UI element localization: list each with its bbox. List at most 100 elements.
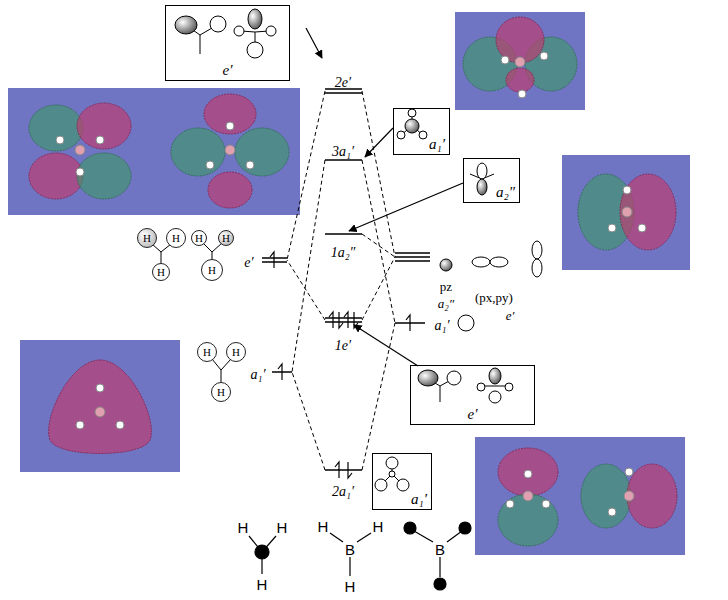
electron-arrow [329,312,333,328]
orbital-render [235,128,289,176]
orbital-render [638,224,646,232]
orbital-render [562,155,690,270]
correlation-line [287,91,325,260]
electron-arrow [344,312,348,328]
hydrogen-atom: H [218,230,234,246]
molecule-structure [357,533,371,542]
orbital-render [95,407,105,417]
orbital-sketch [405,119,419,133]
orbital-render [77,153,131,199]
orbital-label-holder: (px,py) [475,288,513,306]
level-label-holder: 1e′ [335,336,351,354]
orbital-render [620,174,676,250]
atomic-orbital-sketch [490,257,508,267]
orbital-sketch [210,16,226,32]
orbital-render [208,172,252,208]
symmetry-text: H [195,232,203,244]
orbital-sketch [234,26,244,36]
orbital-render [75,145,85,155]
orbital-render [20,340,180,472]
energy-level [325,469,362,471]
orbital-sketch [419,131,427,139]
level-label: 3a₁′ [332,144,354,159]
orbital-render [76,421,84,429]
correlation-line [362,257,395,320]
orbital-render [171,128,225,176]
hydrogen-atom: H [211,382,231,402]
symmetry-label-holder: a₂″ [438,294,454,312]
hydrogen-atom: H [137,228,157,248]
leader-arrow [349,183,463,231]
atom-label-holder: H [277,519,288,537]
symmetry-text: H [172,232,180,244]
orbital-render [29,105,83,151]
atom-label: H [257,576,268,593]
orbital-sketch [440,386,441,402]
orbital-sketch [266,26,276,36]
orbital-render [96,384,104,392]
fragment-symmetry-label: a₁′ [251,367,266,382]
symmetry-text: H [143,232,151,244]
symmetry-text: H [222,232,230,244]
hydrogen-atom: H [152,263,170,281]
orbital-label: pz [440,279,452,294]
molecule-structure [414,531,433,542]
hydrogen-atom: H [197,342,217,362]
orbital-render [523,491,533,501]
orbital-render [498,448,558,496]
orbital-sketch [489,391,501,403]
atomic-orbital-sketch [440,241,542,331]
orbital-render [624,491,634,501]
symmetry-text: a₁′ [411,491,427,508]
electron-arrow [335,462,339,478]
symmetry-box: a₂″ [463,158,520,203]
orbital-render [226,122,234,130]
orbital-render [475,437,685,555]
orbital-render [496,17,544,63]
correlation-line [362,234,395,257]
fragment-bond [221,359,231,370]
correlation-line [362,323,395,470]
orbital-render [56,136,64,144]
molecule-structure [255,545,269,559]
orbital-render [506,68,534,92]
atom-label: H [238,519,249,536]
electron-arrow [406,315,410,331]
molecule-structure [439,557,440,577]
atomic-orbital-sketch [532,241,542,259]
fragment-bond [161,252,162,263]
orbital-render [96,136,104,144]
atom-label: B [435,541,445,558]
atomic-orbital-sketch [472,257,490,267]
orbital-render [206,161,214,169]
energy-level [395,253,430,261]
molecule-structure [404,522,416,534]
energy-level [325,233,362,235]
orbital-render [608,224,616,232]
atomic-orbital-sketch [532,259,542,277]
energy-level [325,159,362,161]
energy-level [325,318,362,322]
atom-label: H [373,518,384,535]
level-label: 1e′ [335,338,351,353]
orbital-sketch [470,163,494,195]
orbital-sketch [489,368,501,384]
orbital-sketch [418,370,438,386]
orbital-render [608,508,616,516]
fragment-bond [221,370,222,382]
symmetry-text: H [232,346,240,358]
fragment-bond [152,243,231,382]
orbital-sketch [397,131,405,139]
correlation-line [287,91,395,470]
orbital-render [29,153,83,199]
orbital-render [540,52,548,60]
orbital-render [578,174,634,250]
molecule-structure [434,578,446,590]
orbital-render [8,88,300,215]
orbital-render [623,186,631,194]
symmetry-text: a₁′ [429,136,445,153]
atom-label-holder: H [345,578,356,596]
atomic-orbital-sketch [440,259,452,271]
orbital-label: (px,py) [475,290,513,305]
